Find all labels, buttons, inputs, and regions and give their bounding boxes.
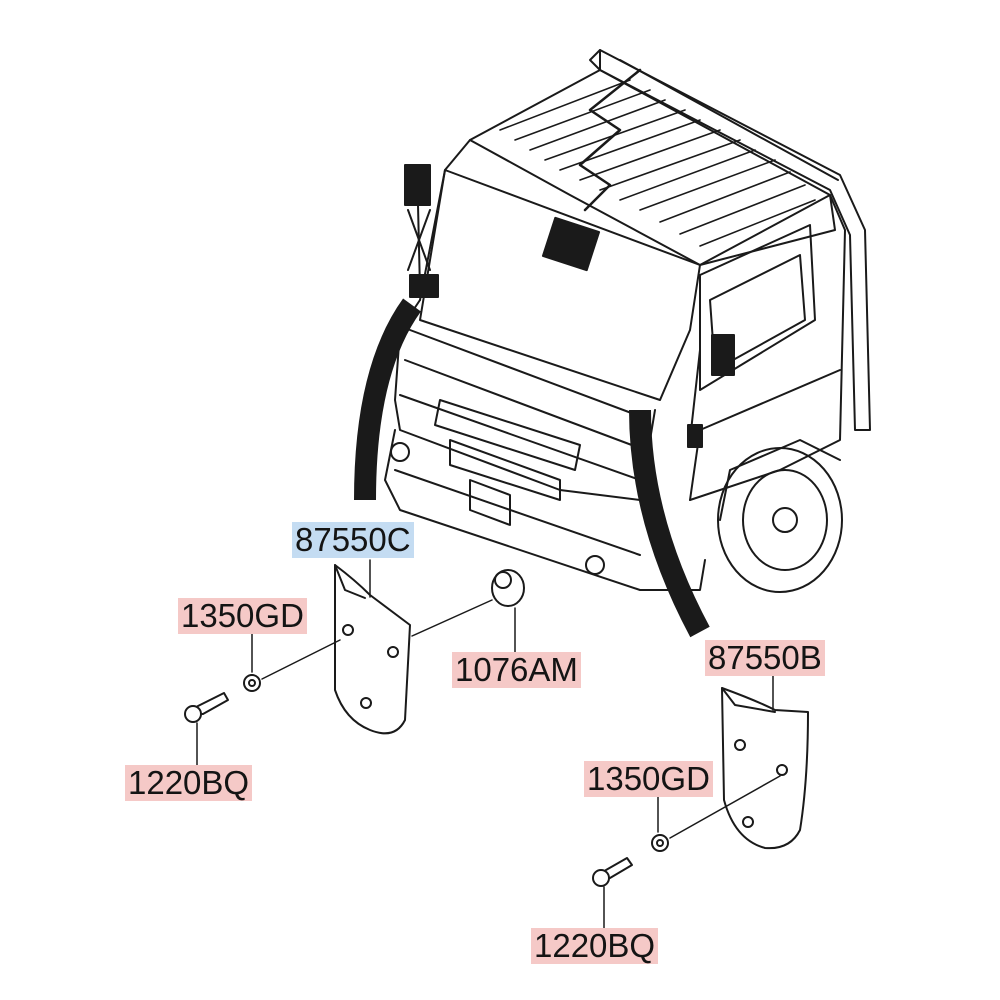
clip-icon bbox=[491, 569, 525, 607]
part-label-1350gd-left[interactable]: 1350GD bbox=[178, 598, 307, 634]
bolt-icon bbox=[184, 692, 229, 723]
washer-icon bbox=[243, 674, 261, 692]
left-mudguard-assembly bbox=[184, 559, 525, 766]
part-label-1220bq-right[interactable]: 1220BQ bbox=[531, 928, 659, 964]
right-mudguard-assembly bbox=[592, 675, 809, 929]
bolt-icon bbox=[592, 857, 633, 887]
part-label-1076am[interactable]: 1076AM bbox=[452, 652, 581, 688]
part-label-87550c[interactable]: 87550C bbox=[292, 522, 414, 558]
part-label-1350gd-right[interactable]: 1350GD bbox=[584, 761, 713, 797]
washer-icon bbox=[651, 834, 669, 852]
truck-cab-illustration bbox=[354, 49, 871, 638]
mud-flap-left bbox=[334, 564, 411, 735]
mud-flap-right bbox=[721, 687, 809, 850]
part-label-1220bq-left[interactable]: 1220BQ bbox=[125, 765, 253, 801]
part-label-87550b[interactable]: 87550B bbox=[705, 640, 825, 676]
